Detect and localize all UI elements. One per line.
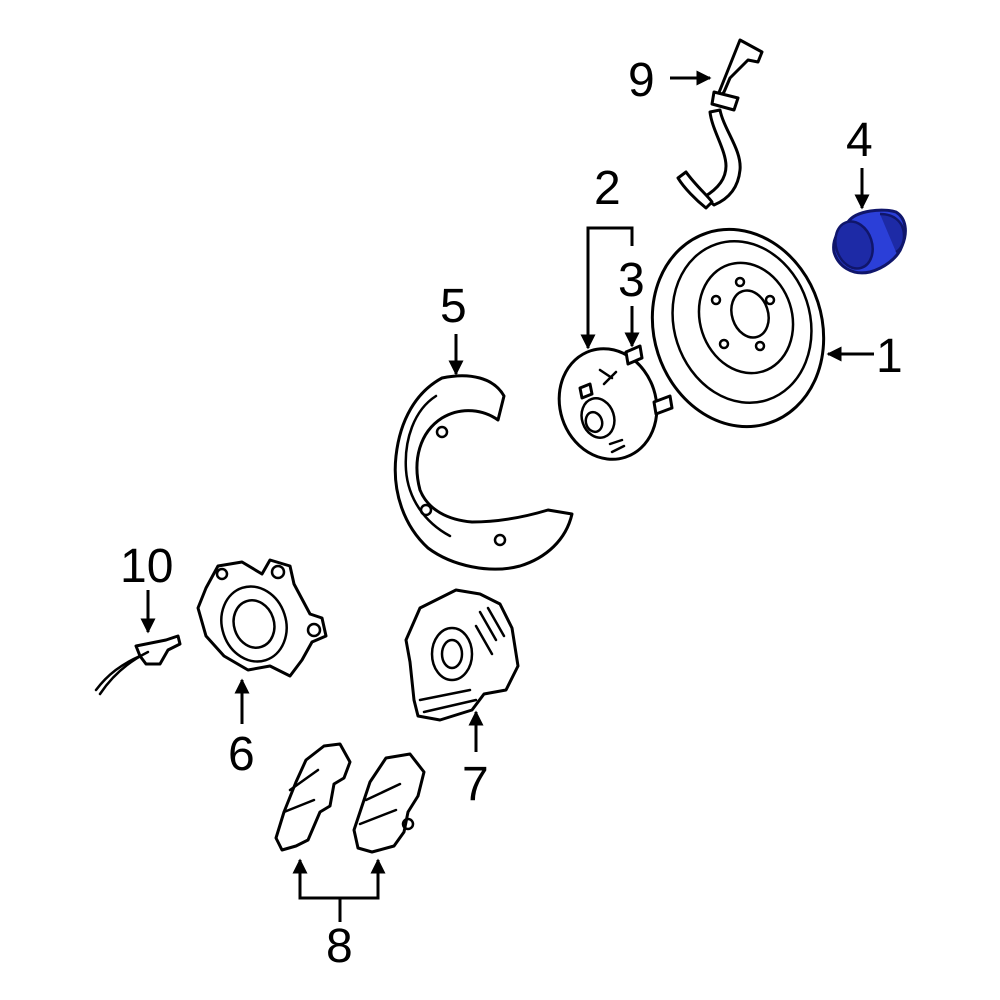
callout-3: 3 [618, 254, 645, 307]
hub-bearing[interactable] [829, 208, 907, 275]
callout-8: 8 [326, 920, 353, 973]
callout-9: 9 [628, 54, 655, 107]
wheel-stud[interactable] [578, 344, 674, 416]
brake-caliper[interactable] [404, 588, 520, 722]
splash-shield[interactable] [393, 374, 574, 571]
brake-rotor[interactable] [627, 207, 849, 449]
callout-4: 4 [846, 114, 873, 167]
brake-pad[interactable] [274, 742, 352, 852]
callout-10: 10 [120, 540, 173, 593]
leader-line-8 [292, 858, 386, 922]
wheel-hub[interactable] [545, 336, 671, 472]
callout-7: 7 [462, 758, 489, 811]
abs-sensor[interactable] [94, 634, 182, 696]
callout-1: 1 [876, 330, 903, 383]
callout-5: 5 [440, 280, 467, 333]
steering-knuckle[interactable] [196, 558, 328, 678]
callout-6: 6 [228, 728, 255, 781]
callout-2: 2 [594, 162, 621, 215]
brake-hose[interactable] [676, 38, 764, 210]
brake-pad[interactable] [352, 752, 426, 854]
leader-line-2 [580, 226, 634, 350]
